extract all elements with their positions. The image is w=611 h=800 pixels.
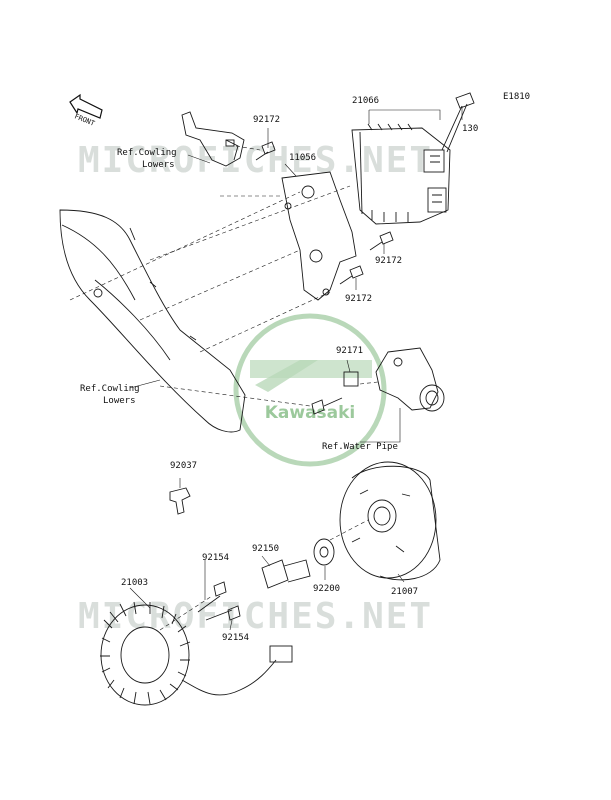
clip-92037 — [169, 487, 191, 515]
cowling-outline — [59, 209, 246, 433]
part-label-21007: 21007 — [391, 587, 419, 597]
kawasaki-logo-text: Kawasaki — [265, 403, 356, 423]
washer-and-bolt — [261, 538, 335, 589]
ref-cowling-label-bottom: Ref.Cowling — [80, 384, 140, 394]
part-label-92172-top: 92172 — [253, 115, 281, 125]
part-label-92037: 92037 — [170, 461, 198, 471]
regulator-rectifier — [351, 123, 451, 225]
part-label-92154-top: 92154 — [202, 553, 230, 563]
part-label-92172-low: 92172 — [345, 294, 373, 304]
part-label-21066: 21066 — [352, 96, 380, 106]
part-label-21003: 21003 — [121, 578, 149, 588]
ref-water-pipe-label: Ref.Water Pipe — [322, 442, 398, 452]
leader-lines — [129, 106, 463, 631]
part-label-92200: 92200 — [313, 584, 341, 594]
part-label-11056: 11056 — [289, 153, 317, 163]
kawasaki-logo: Kawasaki — [233, 313, 387, 467]
ref-cowling-label-top: Ref.Cowling — [117, 148, 177, 158]
part-label-130: 130 — [462, 124, 479, 134]
rotor-flywheel — [339, 461, 441, 581]
part-label-92171: 92171 — [336, 346, 364, 356]
lowers-label-bottom: Lowers — [103, 396, 136, 406]
part-label-92154-bottom: 92154 — [222, 633, 250, 643]
assembly-dashed-lines — [69, 145, 379, 631]
diagram-code: E1810 — [503, 92, 531, 102]
front-arrow-icon: FRONT — [69, 93, 103, 128]
part-label-92150: 92150 — [252, 544, 280, 554]
watermark-top: MICROFICHES.NET — [78, 140, 434, 181]
lowers-label-top: Lowers — [142, 160, 175, 170]
bolts-92172 — [255, 141, 394, 285]
water-pipe-fitting — [311, 347, 445, 415]
watermark-bottom: MICROFICHES.NET — [78, 596, 434, 637]
bolt-130 — [441, 92, 475, 153]
mounting-bracket — [281, 171, 357, 301]
stator-coil — [100, 581, 293, 706]
part-label-92172-mid: 92172 — [375, 256, 403, 266]
cowling-bracket — [181, 111, 245, 167]
